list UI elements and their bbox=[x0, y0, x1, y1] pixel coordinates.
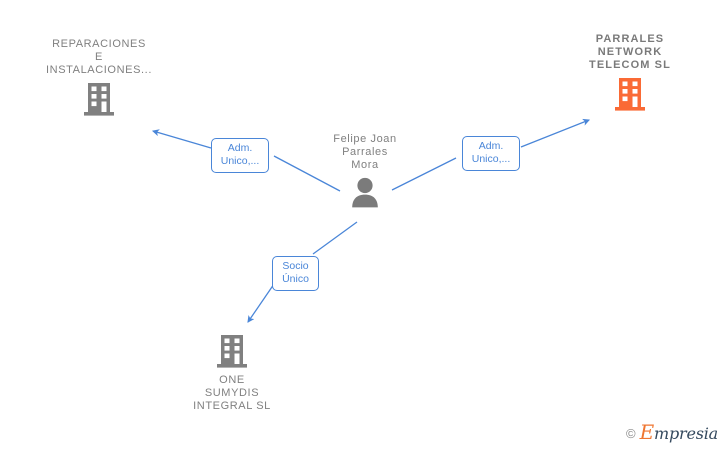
node-label-felipe-joan-parrales-mora: Felipe Joan Parrales Mora bbox=[333, 133, 397, 171]
edge-label-adm-unico-parrales-network[interactable]: Adm. Unico,... bbox=[462, 136, 520, 171]
empresia-watermark: © Empresia bbox=[626, 422, 719, 443]
copyright-icon: © bbox=[626, 425, 636, 441]
building-icon bbox=[142, 333, 322, 369]
edge-felipe-to-one-sumydis bbox=[247, 221, 358, 323]
empresia-logo-initial: E bbox=[639, 420, 655, 444]
edge-label-adm-unico-reparaciones[interactable]: Adm. Unico,... bbox=[211, 138, 269, 173]
edge-felipe-to-reparaciones bbox=[151, 129, 341, 192]
person-icon bbox=[275, 176, 455, 208]
empresia-logo: Empresia bbox=[640, 422, 719, 443]
node-company-reparaciones[interactable]: REPARACIONES E INSTALACIONES... bbox=[9, 38, 189, 120]
node-company-one-sumydis-integral[interactable]: ONE SUMYDIS INTEGRAL SL bbox=[142, 333, 322, 413]
empresia-logo-rest: mpresia bbox=[654, 424, 718, 443]
node-company-parrales-network-telecom[interactable]: PARRALES NETWORK TELECOM SL bbox=[540, 33, 720, 115]
building-icon bbox=[540, 76, 720, 112]
node-label-parrales-network-telecom: PARRALES NETWORK TELECOM SL bbox=[589, 33, 671, 71]
building-icon bbox=[9, 81, 189, 117]
edge-label-socio-unico-one-sumydis[interactable]: Socio Único bbox=[272, 256, 319, 291]
node-label-one-sumydis-integral: ONE SUMYDIS INTEGRAL SL bbox=[193, 374, 271, 412]
node-person-felipe-joan-parrales-mora[interactable]: Felipe Joan Parrales Mora bbox=[275, 133, 455, 211]
edge-felipe-to-parrales-network bbox=[391, 118, 590, 191]
node-label-reparaciones: REPARACIONES E INSTALACIONES... bbox=[46, 38, 152, 76]
